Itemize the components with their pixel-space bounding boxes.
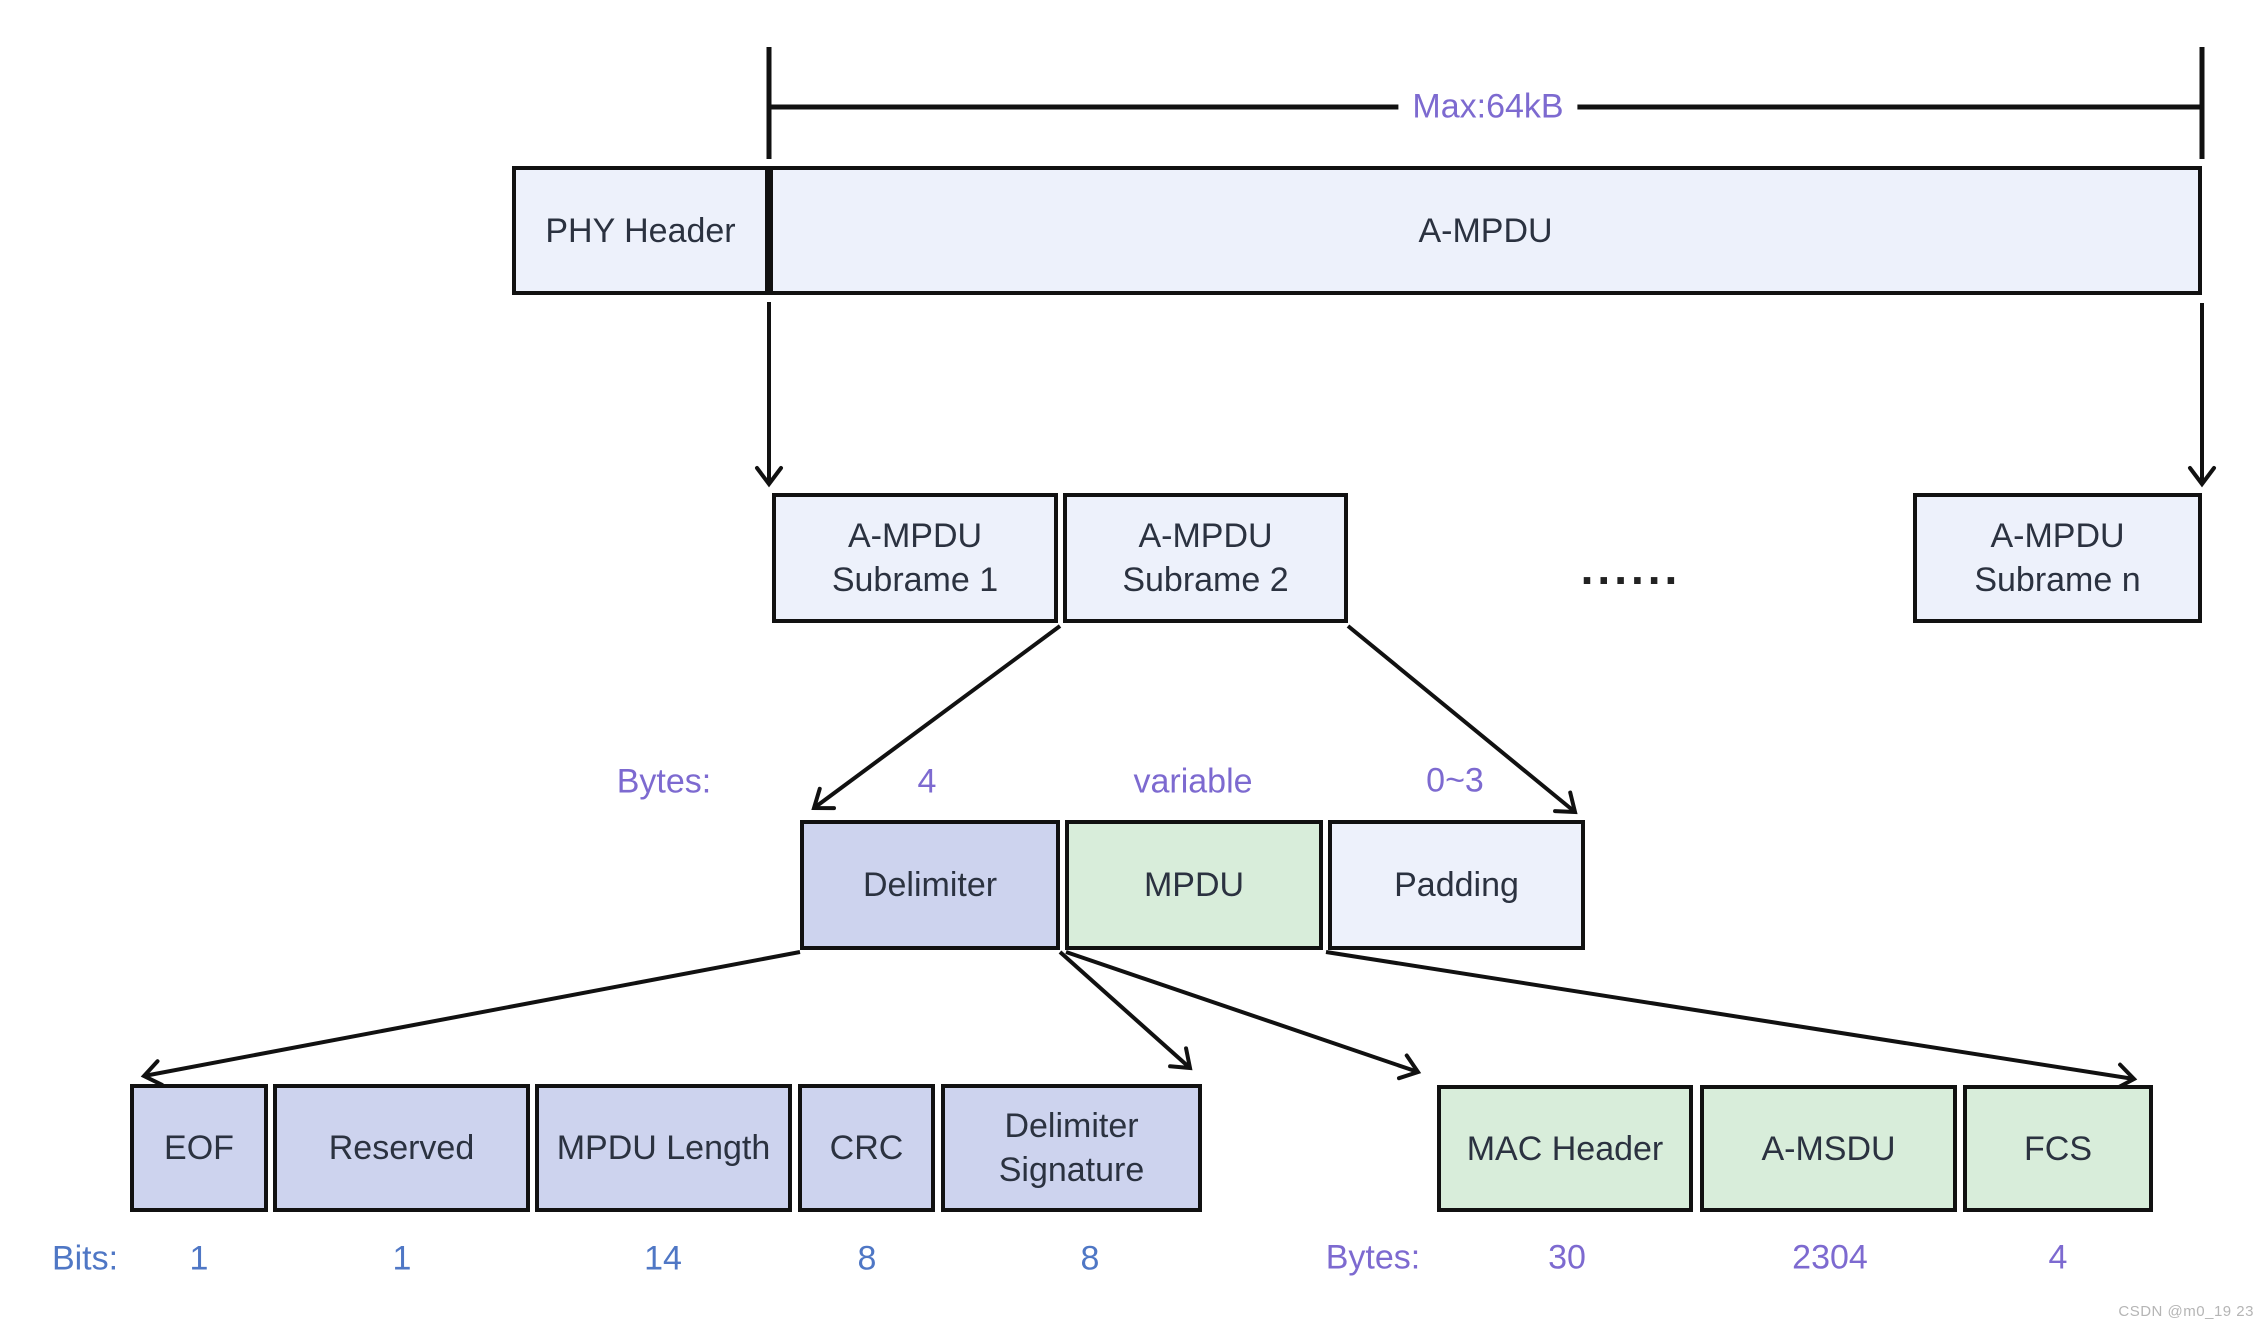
padding-box: Padding: [1328, 820, 1585, 950]
bytes-label-mpdu: Bytes:: [1325, 1238, 1421, 1277]
delimiter-signature-box: Delimiter Signature: [941, 1084, 1202, 1212]
subframe-2-line1: A-MPDU: [1138, 517, 1273, 555]
ampdu-label: A-MPDU: [1418, 211, 1553, 250]
mac-header-bytes: 30: [1548, 1238, 1586, 1277]
mpdu-length-label: MPDU Length: [556, 1129, 771, 1167]
subframe-n-box: A-MPDU Subrame n: [1913, 493, 2202, 623]
arrow-mpdu-to-fcs: [1325, 950, 2138, 1091]
fcs-box: FCS: [1963, 1085, 2153, 1212]
reserved-label: Reserved: [328, 1129, 475, 1167]
ampdu-box: A-MPDU: [769, 166, 2202, 295]
mpdu-box: MPDU: [1065, 820, 1323, 950]
subframe-2-line2: Subrame 2: [1122, 561, 1289, 599]
arrow-delimiter-to-signature: [1058, 950, 1193, 1071]
mpdu-label: MPDU: [1143, 866, 1245, 904]
arrow-subframe-to-padding: [1346, 624, 1578, 815]
subframe-n-line1: A-MPDU: [1990, 517, 2125, 555]
delimiter-signature-label: Delimiter Signature: [998, 1107, 1145, 1189]
subframe-n-line2: Subrame n: [1974, 561, 2141, 599]
crc-label: CRC: [829, 1129, 904, 1167]
fcs-bytes: 4: [2048, 1238, 2068, 1277]
eof-box: EOF: [130, 1084, 268, 1212]
amsdu-label: A-MSDU: [1761, 1129, 1896, 1168]
reserved-bits: 1: [392, 1239, 412, 1278]
mpdu-size: variable: [1133, 762, 1253, 801]
subframe-2-box: A-MPDU Subrame 2: [1063, 493, 1348, 623]
subframe-ellipsis: ......: [1580, 542, 1682, 594]
reserved-box: Reserved: [273, 1084, 530, 1212]
amsdu-box: A-MSDU: [1700, 1085, 1957, 1212]
arrow-delimiter-to-eof: [140, 950, 801, 1087]
delimiter-box: Delimiter: [800, 820, 1060, 950]
delimiter-label: Delimiter: [862, 866, 998, 904]
fcs-label: FCS: [2024, 1129, 2092, 1168]
phy-header-box: PHY Header: [512, 166, 769, 295]
delimiter-signature-bits: 8: [1080, 1239, 1100, 1278]
mpdu-length-bits: 14: [644, 1239, 682, 1278]
phy-header-label: PHY Header: [545, 211, 736, 250]
arrow-mpdu-to-mac-header: [1065, 950, 1422, 1081]
subframe-1-line2: Subrame 1: [831, 561, 999, 599]
eof-bits: 1: [189, 1239, 209, 1278]
amsdu-bytes: 2304: [1792, 1238, 1868, 1277]
subframe-1-line1: A-MPDU: [847, 517, 983, 555]
delimiter-size: 4: [917, 762, 937, 801]
arrow-subframe-to-delimiter: [811, 624, 1062, 811]
watermark: CSDN @m0_19 23: [2118, 1303, 2254, 1320]
bytes-label-subframe: Bytes:: [616, 762, 712, 801]
mpdu-length-box: MPDU Length: [535, 1084, 792, 1212]
padding-size: 0~3: [1426, 761, 1484, 800]
crc-box: CRC: [798, 1084, 935, 1212]
mac-header-label: MAC Header: [1466, 1129, 1664, 1168]
subframe-1-box: A-MPDU Subrame 1: [772, 493, 1058, 623]
eof-label: EOF: [164, 1129, 234, 1167]
bits-label: Bits:: [51, 1239, 119, 1278]
max-size-label: Max:64kB: [1398, 87, 1578, 127]
crc-bits: 8: [857, 1239, 877, 1278]
mac-header-box: MAC Header: [1437, 1085, 1693, 1212]
padding-label: Padding: [1394, 866, 1519, 904]
